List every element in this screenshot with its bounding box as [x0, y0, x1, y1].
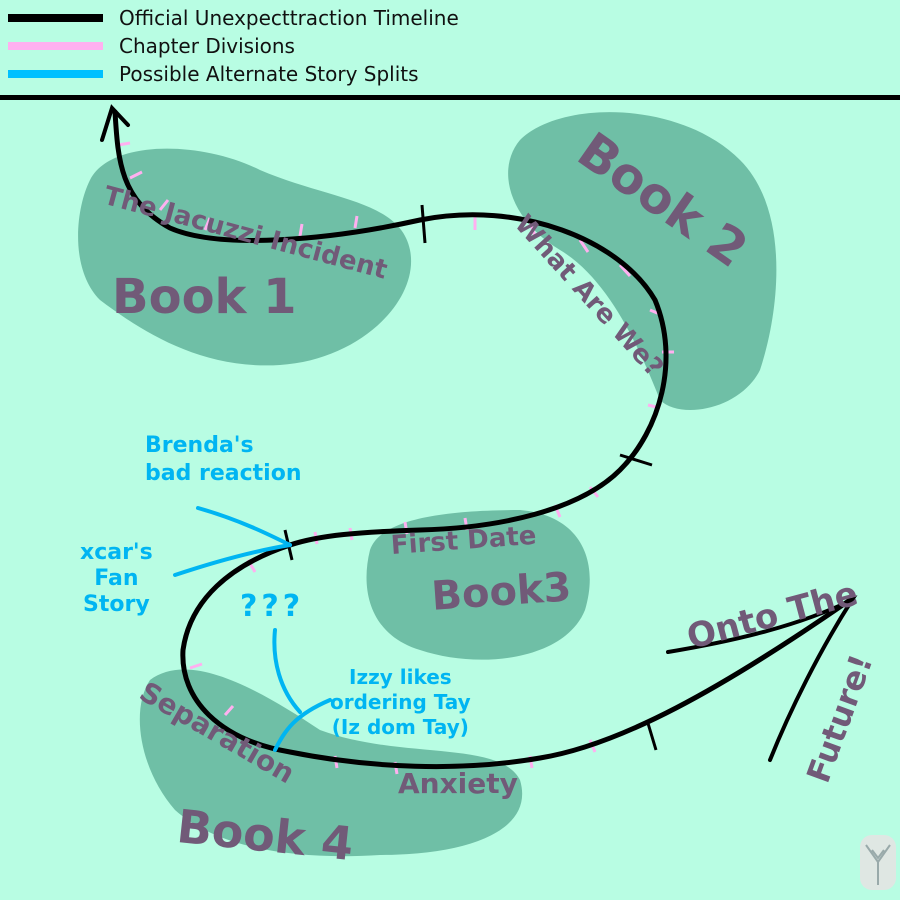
legend-swatch-black: [8, 14, 103, 22]
legend-label: Chapter Divisions: [119, 34, 295, 58]
split-text: Brenda's: [145, 433, 254, 458]
split-text: Izzy likes: [349, 665, 452, 689]
split-unknown: ???: [240, 589, 305, 624]
legend-item-chapters: Chapter Divisions: [8, 34, 295, 58]
book1-title: Book 1: [112, 269, 297, 325]
split-text: (Iz dom Tay): [331, 715, 469, 739]
timeline-start-arrow-icon: [100, 104, 130, 142]
legend-label: Possible Alternate Story Splits: [119, 62, 419, 86]
book4-subtitle-b: Anxiety: [398, 767, 518, 800]
book3-title: Book3: [430, 564, 573, 620]
legend-item-timeline: Official Unexpecttraction Timeline: [8, 6, 459, 30]
timeline-line: [112, 109, 853, 770]
book2-blob: [508, 112, 777, 410]
book4-blob: [139, 669, 523, 857]
split-text: bad reaction: [145, 461, 302, 486]
legend-swatch-blue: [8, 70, 103, 78]
split-text: xcar's: [80, 540, 153, 565]
legend-swatch-pink: [8, 42, 103, 50]
legend: Official Unexpecttraction Timeline Chapt…: [0, 0, 900, 100]
book1-blob: [78, 148, 412, 366]
split-brenda: Brenda's bad reaction: [145, 432, 302, 488]
legend-label: Official Unexpecttraction Timeline: [119, 6, 459, 30]
book3-blob: [366, 510, 590, 660]
legend-item-splits: Possible Alternate Story Splits: [8, 62, 419, 86]
split-text: Fan: [94, 566, 139, 591]
future-arrowhead-icon: [666, 595, 858, 762]
split-text: ordering Tay: [330, 690, 471, 714]
alternate-splits: [173, 506, 332, 752]
split-text: Story: [83, 592, 150, 617]
